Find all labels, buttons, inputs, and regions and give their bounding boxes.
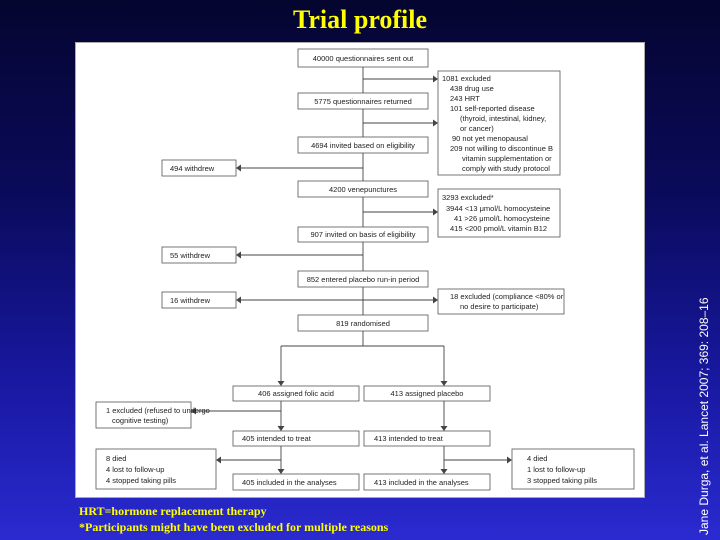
box-invited-basis: 907 invited on basis of eligibility bbox=[297, 226, 429, 243]
arrowhead bbox=[507, 456, 512, 464]
slide-title: Trial profile bbox=[292, 5, 428, 34]
box-excluded-1: 1081 excluded 438 drug use 243 HRT 101 s… bbox=[437, 70, 561, 176]
arrowhead bbox=[236, 296, 241, 304]
box-loss-folic: 8 died 4 lost to follow-up 4 stopped tak… bbox=[95, 448, 217, 490]
excluded-1-lines: 1081 excluded 438 drug use 243 HRT 101 s… bbox=[442, 74, 555, 173]
arrowhead bbox=[236, 251, 241, 259]
box-itt-placebo: 413 intended to treat bbox=[363, 430, 491, 447]
arrowhead bbox=[277, 381, 285, 386]
arrowhead bbox=[191, 407, 196, 415]
box-excluded-2: 3293 excluded* 3944 <13 μmol/L homocyste… bbox=[437, 188, 561, 238]
arrowhead bbox=[216, 456, 221, 464]
box-returned: 5775 questionnaires returned bbox=[297, 92, 429, 110]
loss-placebo-lines: 4 died 1 lost to follow-up 3 stopped tak… bbox=[527, 454, 597, 485]
box-itt-folic: 405 intended to treat bbox=[232, 430, 360, 447]
box-placebo: 413 assigned placebo bbox=[363, 385, 491, 402]
arrowhead bbox=[236, 164, 241, 172]
box-label: 413 assigned placebo bbox=[391, 389, 464, 398]
box-label: 4694 invited based on eligibility bbox=[311, 141, 415, 150]
box-label: 16 withdrew bbox=[170, 296, 211, 305]
loss-folic-lines: 8 died 4 lost to follow-up 4 stopped tak… bbox=[106, 454, 176, 485]
arrowhead bbox=[440, 469, 448, 474]
box-folic: 406 assigned folic acid bbox=[232, 385, 360, 402]
box-label: 907 invited on basis of eligibility bbox=[310, 230, 415, 239]
box-label: 406 assigned folic acid bbox=[258, 389, 334, 398]
arrowhead bbox=[433, 75, 438, 83]
arrowhead bbox=[277, 469, 285, 474]
box-analysed-placebo: 413 included in the analyses bbox=[363, 473, 491, 491]
box-label: 852 entered placebo run-in period bbox=[307, 275, 420, 284]
citation: Jane Durga, et al. Lancet 2007; 369: 208… bbox=[697, 297, 711, 535]
arrowhead bbox=[440, 381, 448, 386]
box-sent: 40000 questionnaires sent out bbox=[297, 48, 429, 68]
box-label: 413 intended to treat bbox=[374, 434, 444, 443]
box-label: 5775 questionnaires returned bbox=[314, 97, 412, 106]
box-venepunctures: 4200 venepunctures bbox=[297, 180, 429, 198]
box-label: 494 withdrew bbox=[170, 164, 215, 173]
arrowhead bbox=[433, 296, 438, 304]
box-excluded-3: 18 excluded (compliance <80% or no desir… bbox=[437, 288, 565, 315]
arrowhead bbox=[277, 426, 285, 431]
excluded-2-lines: 3293 excluded* 3944 <13 μmol/L homocyste… bbox=[442, 193, 552, 233]
arrowhead bbox=[440, 426, 448, 431]
flowchart-panel: 40000 questionnaires sent out 5775 quest… bbox=[75, 42, 645, 498]
box-randomised: 819 randomised bbox=[297, 314, 429, 332]
footnote-hrt: HRT=hormone replacement therapy bbox=[79, 504, 267, 518]
box-invited-eligibility: 4694 invited based on eligibility bbox=[297, 136, 429, 154]
excluded-testing-lines: 1 excluded (refused to undergo cognitive… bbox=[106, 406, 212, 425]
footnote-exclusions: *Participants might have been excluded f… bbox=[79, 520, 389, 534]
box-withdrew-3: 16 withdrew bbox=[161, 291, 237, 309]
box-label: 405 included in the analyses bbox=[242, 478, 337, 487]
box-label: 4200 venepunctures bbox=[329, 185, 397, 194]
box-loss-placebo: 4 died 1 lost to follow-up 3 stopped tak… bbox=[511, 448, 635, 490]
excluded-3-lines: 18 excluded (compliance <80% or no desir… bbox=[450, 292, 565, 311]
box-label: 55 withdrew bbox=[170, 251, 211, 260]
box-label: 413 included in the analyses bbox=[374, 478, 469, 487]
arrowhead bbox=[433, 119, 438, 127]
box-label: 819 randomised bbox=[336, 319, 390, 328]
box-analysed-folic: 405 included in the analyses bbox=[232, 473, 360, 491]
box-label: 40000 questionnaires sent out bbox=[313, 54, 414, 63]
box-label: 405 intended to treat bbox=[242, 434, 312, 443]
box-runin: 852 entered placebo run-in period bbox=[297, 270, 429, 288]
box-withdrew-1: 494 withdrew bbox=[161, 159, 237, 177]
arrowhead bbox=[433, 208, 438, 216]
trial-flowchart: 40000 questionnaires sent out 5775 quest… bbox=[95, 48, 635, 491]
box-withdrew-2: 55 withdrew bbox=[161, 246, 237, 264]
box-excluded-testing: 1 excluded (refused to undergo cognitive… bbox=[95, 401, 212, 429]
